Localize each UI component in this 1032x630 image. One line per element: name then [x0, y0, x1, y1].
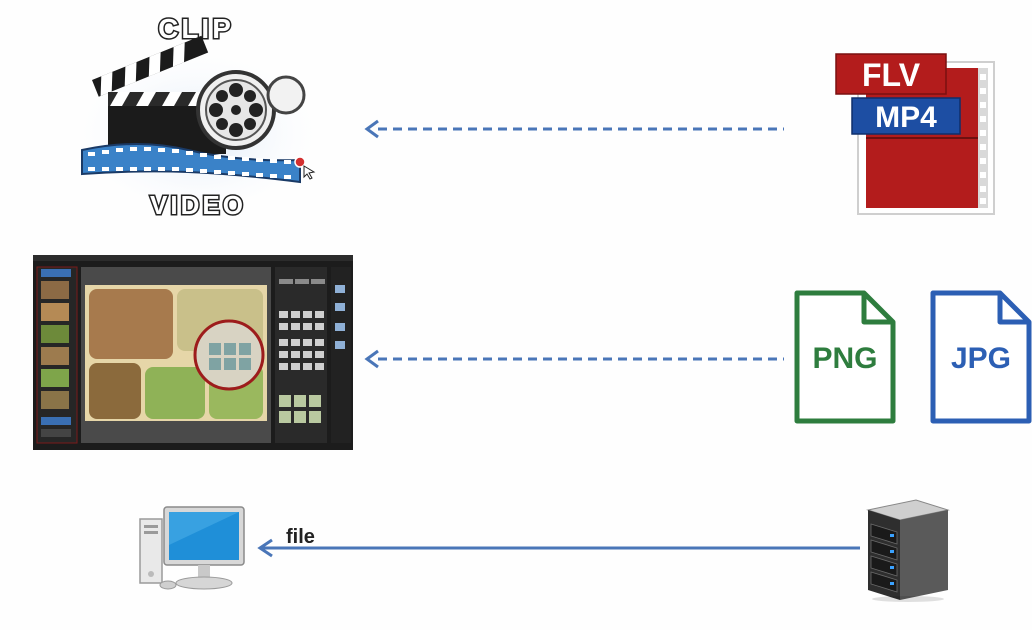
jpg-label: JPG [951, 342, 1011, 375]
jpg-file-icon: JPG [928, 288, 1032, 426]
png-file-icon: PNG [792, 288, 898, 426]
solid-arrow-left [254, 537, 864, 559]
video-title: VIDEO [150, 190, 246, 220]
dashed-arrow-left [362, 348, 788, 370]
file-arrow-label: file [286, 526, 315, 548]
desktop-computer-icon [138, 505, 246, 593]
mp4-label: MP4 [875, 101, 937, 134]
flv-label: FLV [862, 57, 921, 93]
clip-video-logo: CLIP [78, 10, 318, 220]
photo-collage-app-thumbnail [33, 255, 353, 450]
server-icon [860, 498, 952, 602]
dashed-arrow-left [362, 118, 788, 140]
flv-mp4-file-icon: FLV MP4 [830, 50, 1000, 220]
png-label: PNG [812, 342, 877, 375]
